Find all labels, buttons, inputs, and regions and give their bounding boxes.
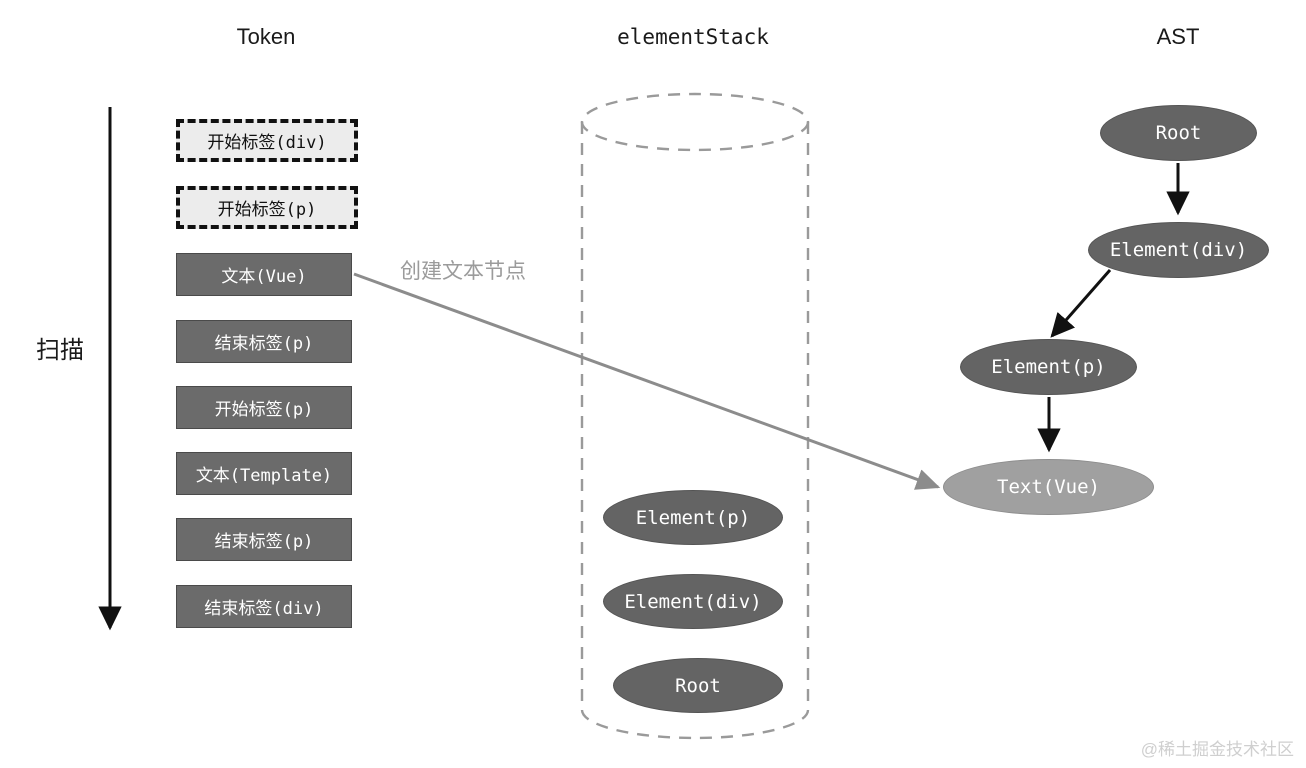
token-item-6: 结束标签(p) bbox=[176, 518, 352, 561]
token-label: 开始标签(p) bbox=[214, 400, 314, 420]
column-header-token: Token bbox=[236, 24, 296, 49]
column-header-element-stack: elementStack bbox=[617, 25, 769, 49]
token-item-5: 文本(Template) bbox=[176, 452, 352, 495]
token-label: 结束标签(div) bbox=[204, 599, 324, 619]
token-item-4: 开始标签(p) bbox=[176, 386, 352, 429]
stack-item-label: Element(div) bbox=[624, 590, 762, 613]
scan-label: 扫描 bbox=[36, 337, 84, 364]
create-text-node-annotation: 创建文本节点 bbox=[400, 260, 526, 283]
token-item-7: 结束标签(div) bbox=[176, 585, 352, 628]
ast-node-label: Text(Vue) bbox=[997, 476, 1100, 498]
stack-item-element-p: Element(p) bbox=[603, 490, 783, 545]
create-text-node-arrow bbox=[353, 272, 941, 490]
ast-node-text-vue: Text(Vue) bbox=[943, 459, 1154, 515]
ast-edge-div-to-p bbox=[1050, 269, 1112, 338]
watermark: @稀土掘金技术社区 bbox=[1140, 740, 1294, 759]
token-item-0: 开始标签(div) bbox=[176, 119, 358, 162]
ast-node-label: Element(p) bbox=[991, 356, 1106, 378]
ast-node-element-p: Element(p) bbox=[960, 339, 1137, 395]
ast-node-label: Element(div) bbox=[1109, 239, 1248, 261]
ast-node-root: Root bbox=[1100, 105, 1257, 161]
stack-item-label: Element(p) bbox=[635, 506, 751, 529]
ast-node-label: Root bbox=[1155, 122, 1202, 144]
token-label: 结束标签(p) bbox=[214, 532, 314, 552]
token-label: 开始标签(p) bbox=[217, 200, 317, 220]
stack-item-label: Root bbox=[675, 674, 721, 697]
token-item-2: 文本(Vue) bbox=[176, 253, 352, 296]
cylinder-icon bbox=[580, 92, 810, 740]
token-item-1: 开始标签(p) bbox=[176, 186, 358, 229]
column-header-ast: AST bbox=[1156, 24, 1200, 49]
token-label: 开始标签(div) bbox=[207, 133, 327, 153]
stack-item-element-div: Element(div) bbox=[603, 574, 783, 629]
token-item-3: 结束标签(p) bbox=[176, 320, 352, 363]
ast-node-element-div: Element(div) bbox=[1088, 222, 1269, 278]
token-label: 文本(Template) bbox=[195, 466, 333, 486]
token-label: 结束标签(p) bbox=[214, 334, 314, 354]
stack-item-root: Root bbox=[613, 658, 783, 713]
token-label: 文本(Vue) bbox=[221, 267, 307, 287]
